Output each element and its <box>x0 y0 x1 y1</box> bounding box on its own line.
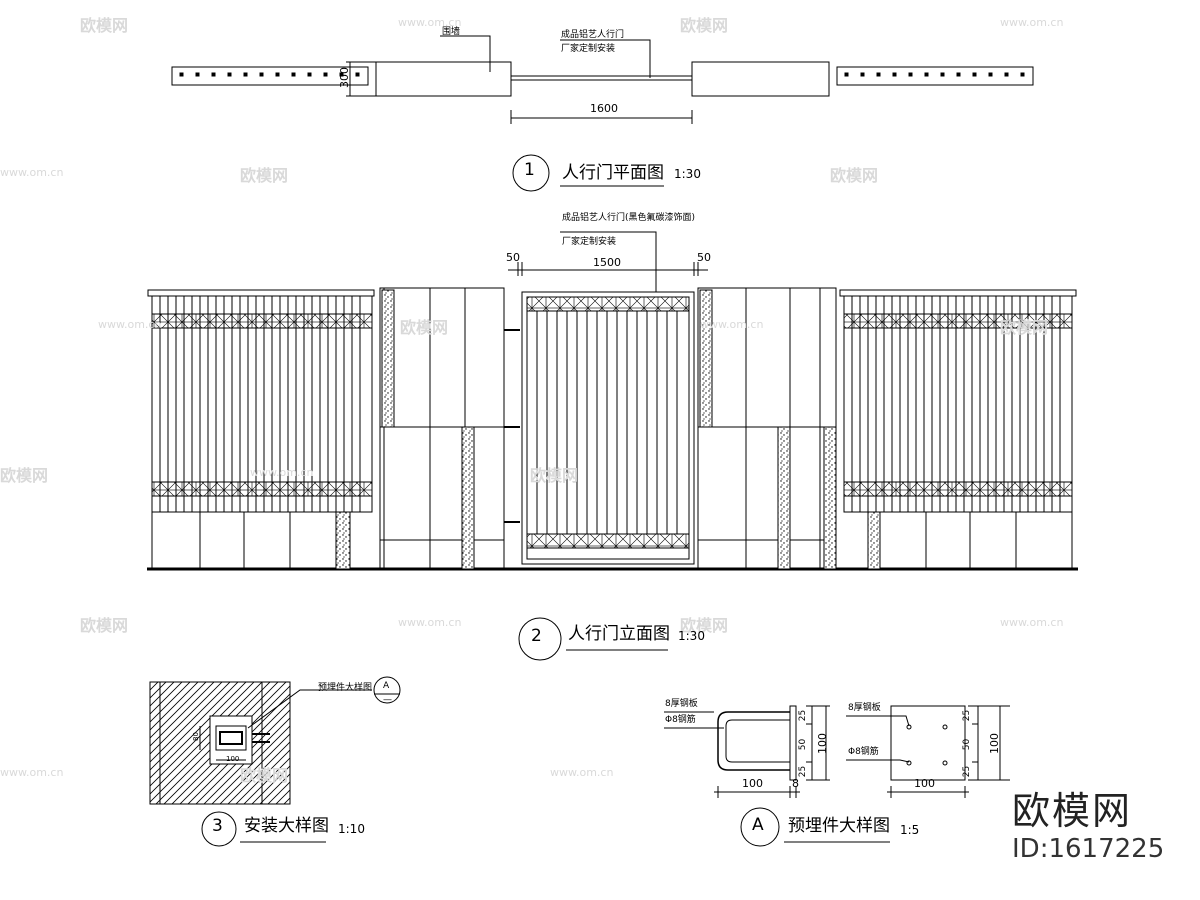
embed-bar-label-left: Φ8钢筋 <box>665 715 696 725</box>
watermark-url: www.om.cn <box>98 318 162 331</box>
embed-plate-label-left: 8厚钢板 <box>665 699 698 709</box>
plan-wall-label: 围墙 <box>442 27 461 37</box>
watermark-url: www.om.cn <box>1000 16 1064 29</box>
elevation-gate <box>521 291 695 565</box>
watermark: 欧模网 <box>240 166 289 185</box>
watermark-url: www.om.cn <box>0 166 64 179</box>
watermark: 欧模网 <box>240 766 289 785</box>
watermark: 欧模网 <box>1000 318 1049 337</box>
elevation-view <box>147 231 1078 661</box>
install-callout-label: 预埋件大样图 <box>318 683 373 693</box>
watermark-url: www.om.cn <box>1000 616 1064 629</box>
plan-number-circle <box>512 154 550 192</box>
plan-dim-gate: 1600 <box>590 102 618 115</box>
pier-right <box>697 287 837 570</box>
plan-view <box>171 35 1034 192</box>
install-callout-sheet: — <box>383 695 392 705</box>
plan-title: 人行门平面图 <box>562 163 664 183</box>
embed-dim-8: 8 <box>792 777 799 790</box>
elevation-dim-left: 50 <box>506 251 520 264</box>
install-dim-b: 100 <box>226 755 240 763</box>
install-callout-ref: A <box>383 681 390 691</box>
elevation-number: 2 <box>531 626 542 646</box>
embed-dim-100a: 100 <box>816 733 829 754</box>
install-title: 安装大样图 <box>244 816 329 836</box>
fence-left <box>147 289 375 570</box>
watermark-url: www.om.cn <box>398 616 462 629</box>
plan-fence-right <box>836 66 1034 86</box>
watermark-url: www.om.cn <box>250 466 314 479</box>
embed-number-circle <box>740 807 780 847</box>
plan-scale: 1:30 <box>674 167 701 181</box>
embed-title: 预埋件大样图 <box>788 816 890 836</box>
elevation-number-circle <box>518 617 562 661</box>
embed-plate <box>890 705 966 781</box>
embed-dim-50a: 50 <box>798 738 809 751</box>
pier-left <box>379 287 520 570</box>
elevation-title: 人行门立面图 <box>568 624 670 644</box>
embed-dim-25d: 25 <box>962 765 973 778</box>
watermark: 欧模网 <box>530 466 579 485</box>
watermark-url: www.om.cn <box>0 766 64 779</box>
embed-number: A <box>752 815 764 835</box>
embed-dim-50b: 50 <box>962 738 973 751</box>
install-number: 3 <box>212 816 223 836</box>
plan-dim-wall: 300 <box>338 67 351 88</box>
watermark-url: www.om.cn <box>550 766 614 779</box>
install-number-circle <box>201 811 237 847</box>
watermark: 欧模网 <box>80 16 129 35</box>
brand-id-text: ID:1617225 <box>1012 834 1165 864</box>
install-scale: 1:10 <box>338 822 365 836</box>
watermark: 欧模网 <box>830 166 879 185</box>
watermark: 欧模网 <box>0 466 49 485</box>
watermark-url: www.om.cn <box>700 318 764 331</box>
elevation-gate-label-2: 厂家定制安装 <box>562 237 617 247</box>
elevation-dim-right: 50 <box>697 251 711 264</box>
install-callout-circle <box>373 676 401 704</box>
elevation-scale: 1:30 <box>678 629 705 643</box>
embed-dim-25a: 25 <box>798 709 809 722</box>
install-dim-a: 80 <box>191 732 200 741</box>
watermark: 欧模网 <box>80 616 129 635</box>
install-detail <box>149 676 401 847</box>
watermark-url: www.om.cn <box>398 16 462 29</box>
plan-pier-left <box>375 61 512 97</box>
embed-dim-100-bottom-left: 100 <box>742 777 763 790</box>
fence-right <box>839 289 1077 570</box>
plan-number: 1 <box>524 160 535 180</box>
plan-fence-left <box>171 66 369 86</box>
plan-gate-label-2: 厂家定制安装 <box>561 44 616 54</box>
plan-pier-right <box>691 61 830 97</box>
embed-dim-100-bottom-right: 100 <box>914 777 935 790</box>
embed-scale: 1:5 <box>900 823 920 837</box>
watermark: 欧模网 <box>680 616 729 635</box>
watermark: 欧模网 <box>680 16 729 35</box>
plan-fence-left-dots <box>179 72 360 77</box>
embed-bar-label-right: Φ8钢筋 <box>848 747 879 757</box>
elevation-dim-mid: 1500 <box>593 256 621 269</box>
embed-plate-label-right: 8厚钢板 <box>848 703 881 713</box>
embed-detail <box>664 705 1010 847</box>
plan-gate-label: 成品铝艺人行门 <box>561 30 625 40</box>
elevation-gate-label: 成品铝艺人行门(黑色氟碳漆饰面) <box>562 213 696 223</box>
brand-logo-text: 欧模网 <box>1012 789 1133 833</box>
watermark: 欧模网 <box>400 318 449 337</box>
embed-dim-25b: 25 <box>798 765 809 778</box>
embed-dim-25c: 25 <box>962 709 973 722</box>
embed-dim-100b: 100 <box>988 733 1001 754</box>
